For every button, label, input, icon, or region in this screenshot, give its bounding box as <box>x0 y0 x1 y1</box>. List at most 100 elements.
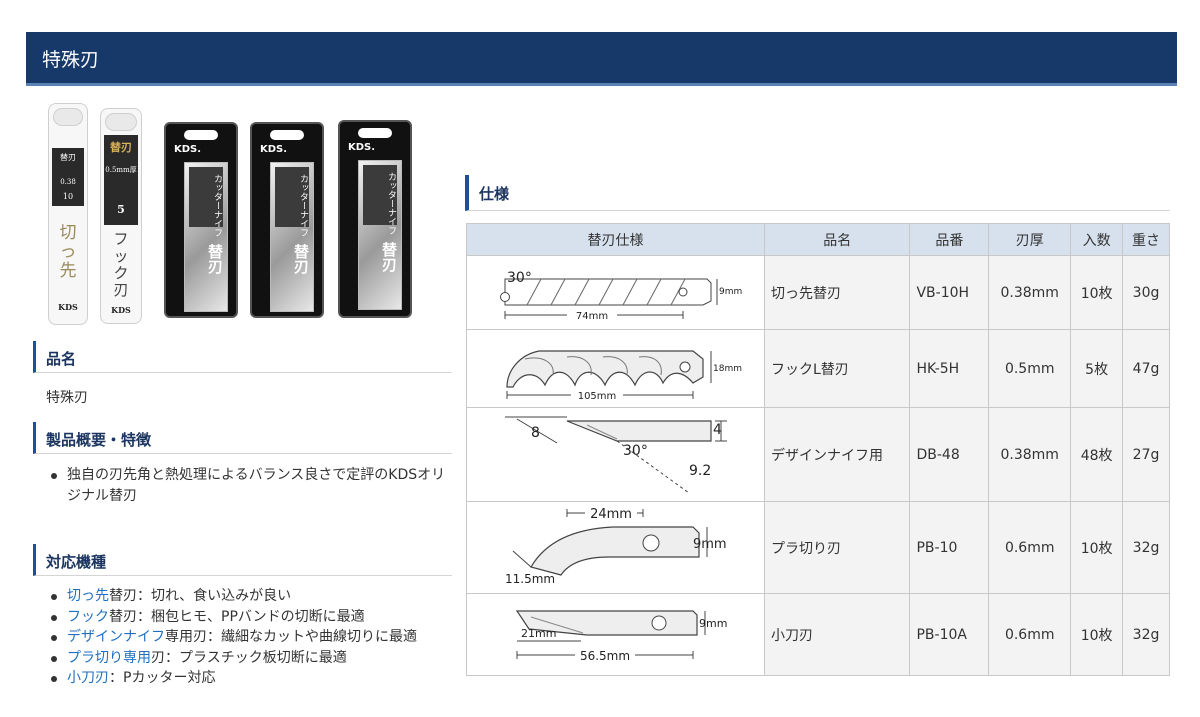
product-code: PB-10A <box>909 593 990 676</box>
blade-thickness: 0.5mm <box>988 329 1072 408</box>
dim-label: 30° <box>623 443 648 459</box>
dim-label: 11.5mm <box>505 572 555 586</box>
quantity: 48枚 <box>1070 407 1124 502</box>
list-item: 独自の刃先角と熱処理によるバランス良さで定評のKDSオリジナル替刃 <box>48 465 452 506</box>
pack-2-name: 替刃 <box>292 244 310 274</box>
blade-diagram-cell: 24mm 9mm 11.5mm <box>466 501 765 594</box>
blade-thickness: 0.6mm <box>988 501 1072 594</box>
blade-diagram-design-knife: 8 4 30° 9.2 <box>505 416 727 493</box>
compat-link-design-knife[interactable]: デザインナイフ <box>67 629 165 645</box>
dim-label: 24mm <box>590 507 632 522</box>
table-row: 21mm 56.5mm 9mm 小刀刃 PB-10A 0.6mm 10枚 32g <box>466 593 1170 676</box>
blade-diagram-cell: 21mm 56.5mm 9mm <box>466 593 765 676</box>
quantity: 10枚 <box>1070 593 1124 676</box>
tube-2-label: 替刃 <box>110 141 132 154</box>
page-title: 特殊刃 <box>42 49 100 71</box>
list-item: プラ切り専用刃：プラスチック板切断に最適 <box>48 648 452 669</box>
list-item: 切っ先替刃：切れ、食い込みが良い <box>48 586 452 607</box>
overview-list: 独自の刃先角と熱処理によるバランス良さで定評のKDSオリジナル替刃 <box>48 465 452 506</box>
section-heading-compatibility: 対応機種 <box>33 544 452 576</box>
dim-label: 9mm <box>719 287 742 297</box>
section-heading-compatibility-label: 対応機種 <box>46 553 107 571</box>
dim-label: 74mm <box>576 311 608 322</box>
pack-1-vertical-text: カッターナイフ <box>212 174 222 237</box>
table-row: 74mm 30° 9mm 切っ先替刃 VB-10H 0.38mm 10枚 30g <box>466 255 1170 330</box>
product-photo-pack-2: KDS. カッターナイフ 替刃 <box>250 122 324 318</box>
pack-2-vertical-text: カッターナイフ <box>298 174 308 237</box>
product-code: HK-5H <box>909 329 990 408</box>
blade-diagram-plastic-cutter: 24mm 9mm 11.5mm <box>505 505 727 586</box>
weight: 30g <box>1122 255 1170 330</box>
dim-label: 18mm <box>713 364 742 374</box>
table-row: 24mm 9mm 11.5mm プラ切り刃 PB-10 0.6mm 10枚 32… <box>466 501 1170 594</box>
blade-diagram-kissaki: 74mm 30° 9mm <box>500 270 742 322</box>
blade-diagram-cell: 105mm 18mm <box>466 329 765 408</box>
compat-link-kissaki[interactable]: 切っ先 <box>67 588 109 604</box>
section-heading-overview: 製品概要・特徴 <box>33 422 452 454</box>
compat-text: 替刃：梱包ヒモ、PPバンドの切断に最適 <box>109 608 365 625</box>
dim-label: 9mm <box>693 537 727 552</box>
blade-diagram-cell: 8 4 30° 9.2 <box>466 407 765 502</box>
section-heading-overview-label: 製品概要・特徴 <box>46 431 152 449</box>
column-header: 替刃仕様 <box>466 223 765 256</box>
dim-label: 9mm <box>699 617 727 630</box>
product-name: フックL替刃 <box>763 329 911 408</box>
column-header: 品名 <box>763 223 911 256</box>
tube-1-name: 切っ先 <box>59 223 77 281</box>
column-header: 刃厚 <box>988 223 1072 256</box>
tube-2-thickness: 0.5mm厚 <box>105 166 137 174</box>
column-header: 重さ <box>1122 223 1170 256</box>
dim-label: 105mm <box>578 391 617 402</box>
list-item: 小刀刃：Pカッター対応 <box>48 668 452 689</box>
compat-link-hook[interactable]: フック <box>67 608 109 625</box>
compatibility-list: 切っ先替刃：切れ、食い込みが良い フック替刃：梱包ヒモ、PPバンドの切断に最適 … <box>48 586 452 689</box>
product-code: PB-10 <box>909 501 990 594</box>
pack-1-brand: KDS. <box>174 144 202 155</box>
tube-2-name: フック刃 <box>113 230 129 299</box>
tube-1-label: 替刃 <box>60 153 76 162</box>
column-header: 品番 <box>909 223 990 256</box>
section-heading-spec: 仕様 <box>465 175 1170 211</box>
dim-label: 4 <box>713 422 722 438</box>
blade-diagram-hook: 105mm 18mm <box>506 349 742 402</box>
quantity: 10枚 <box>1070 501 1124 594</box>
product-photo-tube-1: 替刃 0.38 10 切っ先 KDS <box>48 103 88 325</box>
table-row: 105mm 18mm フックL替刃 HK-5H 0.5mm 5枚 47g <box>466 329 1170 408</box>
tube-2-count: 5 <box>117 203 125 216</box>
product-photo-pack-3: KDS. カッターナイフ 替刃 <box>338 120 412 318</box>
blade-thickness: 0.38mm <box>988 407 1072 502</box>
blade-thickness: 0.6mm <box>988 593 1072 676</box>
section-heading-name: 品名 <box>33 341 452 373</box>
pack-1-name: 替刃 <box>206 244 224 274</box>
blade-diagram-kogatana: 21mm 56.5mm 9mm <box>515 609 727 663</box>
blade-thickness: 0.38mm <box>988 255 1072 330</box>
section-heading-name-label: 品名 <box>46 350 77 368</box>
quantity: 5枚 <box>1070 329 1124 408</box>
compat-link-kogatana[interactable]: 小刀刃 <box>67 670 109 686</box>
table-header-row: 替刃仕様 品名 品番 刃厚 入数 重さ <box>466 223 1170 256</box>
product-name: 小刀刃 <box>763 593 911 676</box>
tube-2-logo: KDS <box>111 305 131 315</box>
dim-label: 8 <box>531 425 540 441</box>
column-header: 入数 <box>1070 223 1124 256</box>
blade-diagram-cell: 74mm 30° 9mm <box>466 255 765 330</box>
list-item: フック替刃：梱包ヒモ、PPバンドの切断に最適 <box>48 607 452 628</box>
product-name: プラ切り刃 <box>763 501 911 594</box>
pack-3-brand: KDS. <box>348 142 376 153</box>
product-photo-pack-1: KDS. カッターナイフ 替刃 <box>164 122 238 318</box>
compat-text: 刃：プラスチック板切断に最適 <box>151 649 347 666</box>
page-header: 特殊刃 <box>26 32 1177 86</box>
pack-3-vertical-text: カッターナイフ <box>386 172 396 235</box>
pack-2-brand: KDS. <box>260 144 288 155</box>
product-code: DB-48 <box>909 407 990 502</box>
compat-link-plastic-cutter[interactable]: プラ切り専用 <box>67 649 151 666</box>
product-name: 切っ先替刃 <box>763 255 911 330</box>
compat-text: 専用刃：繊細なカットや曲線切りに最適 <box>165 629 417 645</box>
pack-3-name: 替刃 <box>380 242 398 272</box>
dim-label: 21mm <box>521 627 556 640</box>
dim-label: 56.5mm <box>580 649 630 663</box>
section-heading-spec-label: 仕様 <box>479 185 510 203</box>
dim-label: 9.2 <box>689 463 711 479</box>
product-name-value: 特殊刃 <box>46 390 88 406</box>
table-row: 8 4 30° 9.2 デザインナイフ用 DB-48 0.38mm 48枚 27… <box>466 407 1170 502</box>
